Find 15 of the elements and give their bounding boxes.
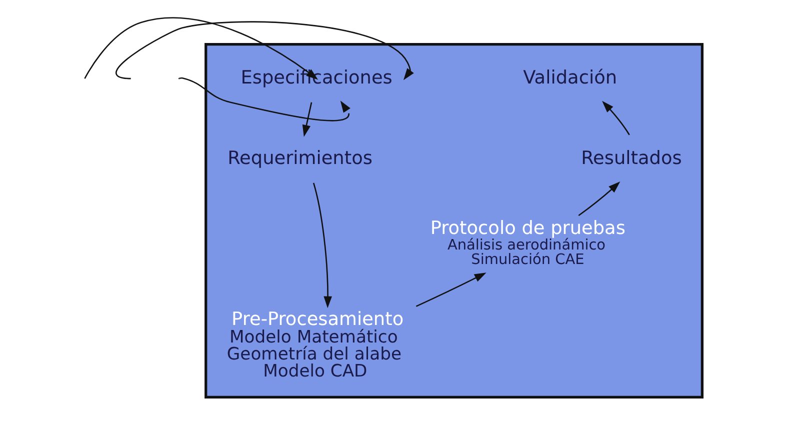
arrow bbox=[116, 21, 414, 80]
arrow bbox=[179, 77, 350, 122]
arrow bbox=[84, 17, 318, 80]
node-text: Especificaciones bbox=[240, 67, 392, 88]
node-text: Requerimientos bbox=[228, 148, 372, 169]
cluster bbox=[204, 43, 704, 398]
arrow bbox=[578, 182, 620, 216]
arrow bbox=[302, 102, 312, 137]
node-text: Protocolo de pruebas Análisis aerodinámico Simulación CAE bbox=[430, 218, 626, 268]
arrow bbox=[416, 272, 486, 307]
arrow bbox=[602, 100, 630, 136]
node-text: Resultados bbox=[581, 148, 682, 169]
arrow bbox=[312, 182, 332, 308]
node-text: Pre-Procesamiento Modelo Matemático Geometría del alabe Modelo CAD bbox=[226, 309, 404, 382]
node-text: Validación bbox=[523, 67, 618, 88]
